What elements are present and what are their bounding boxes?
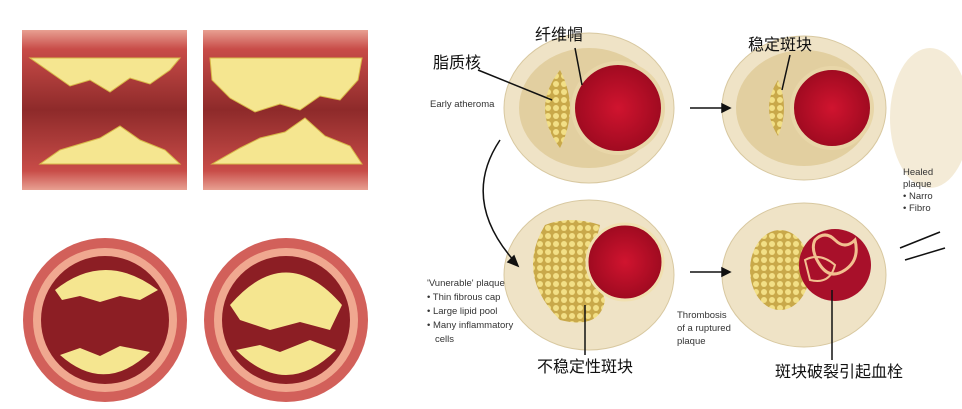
vulnerable-item: cells (435, 334, 454, 345)
vessel-cross-section-mild (23, 238, 187, 402)
label-stable-plaque: 稳定斑块 (748, 35, 812, 54)
label-unstable-plaque: 不稳定性斑块 (537, 357, 633, 376)
label-thrombosis: Thrombosis (677, 310, 727, 321)
arrows (477, 47, 946, 360)
vulnerable-item: • Large lipid pool (427, 306, 497, 317)
label-thrombosis: plaque (677, 336, 706, 347)
label-healed: plaque (903, 179, 932, 190)
label-healed: Healed (903, 167, 933, 178)
early-atheroma-cross-section (503, 32, 675, 184)
stable-plaque-cross-section (721, 35, 887, 181)
vulnerable-item: • Many inflammatory (427, 320, 513, 331)
vulnerable-item: • Thin fibrous cap (427, 292, 500, 303)
label-healed: • Narro (903, 191, 933, 202)
label-vulnerable-title: 'Vunerable' plaque (427, 278, 505, 289)
label-thrombosis: of a ruptured (677, 323, 731, 334)
vulnerable-plaque-cross-section (503, 199, 675, 351)
curved-arrow-icon (482, 139, 516, 263)
vessel-cross-section-severe (204, 238, 368, 402)
healed-plaque-partial (890, 48, 962, 188)
label-early-atheroma: Early atheroma (430, 99, 495, 110)
ruptured-plaque-thrombosis-cross-section (721, 202, 887, 348)
label-healed: • Fibro (903, 203, 931, 214)
vessel-section-mild (22, 30, 187, 190)
label-fibrous-cap: 纤维帽 (535, 25, 583, 44)
vessel-section-severe (203, 30, 368, 190)
label-lipid-core: 脂质核 (433, 53, 481, 72)
label-plaque-rupture-thrombus: 斑块破裂引起血栓 (775, 362, 903, 381)
